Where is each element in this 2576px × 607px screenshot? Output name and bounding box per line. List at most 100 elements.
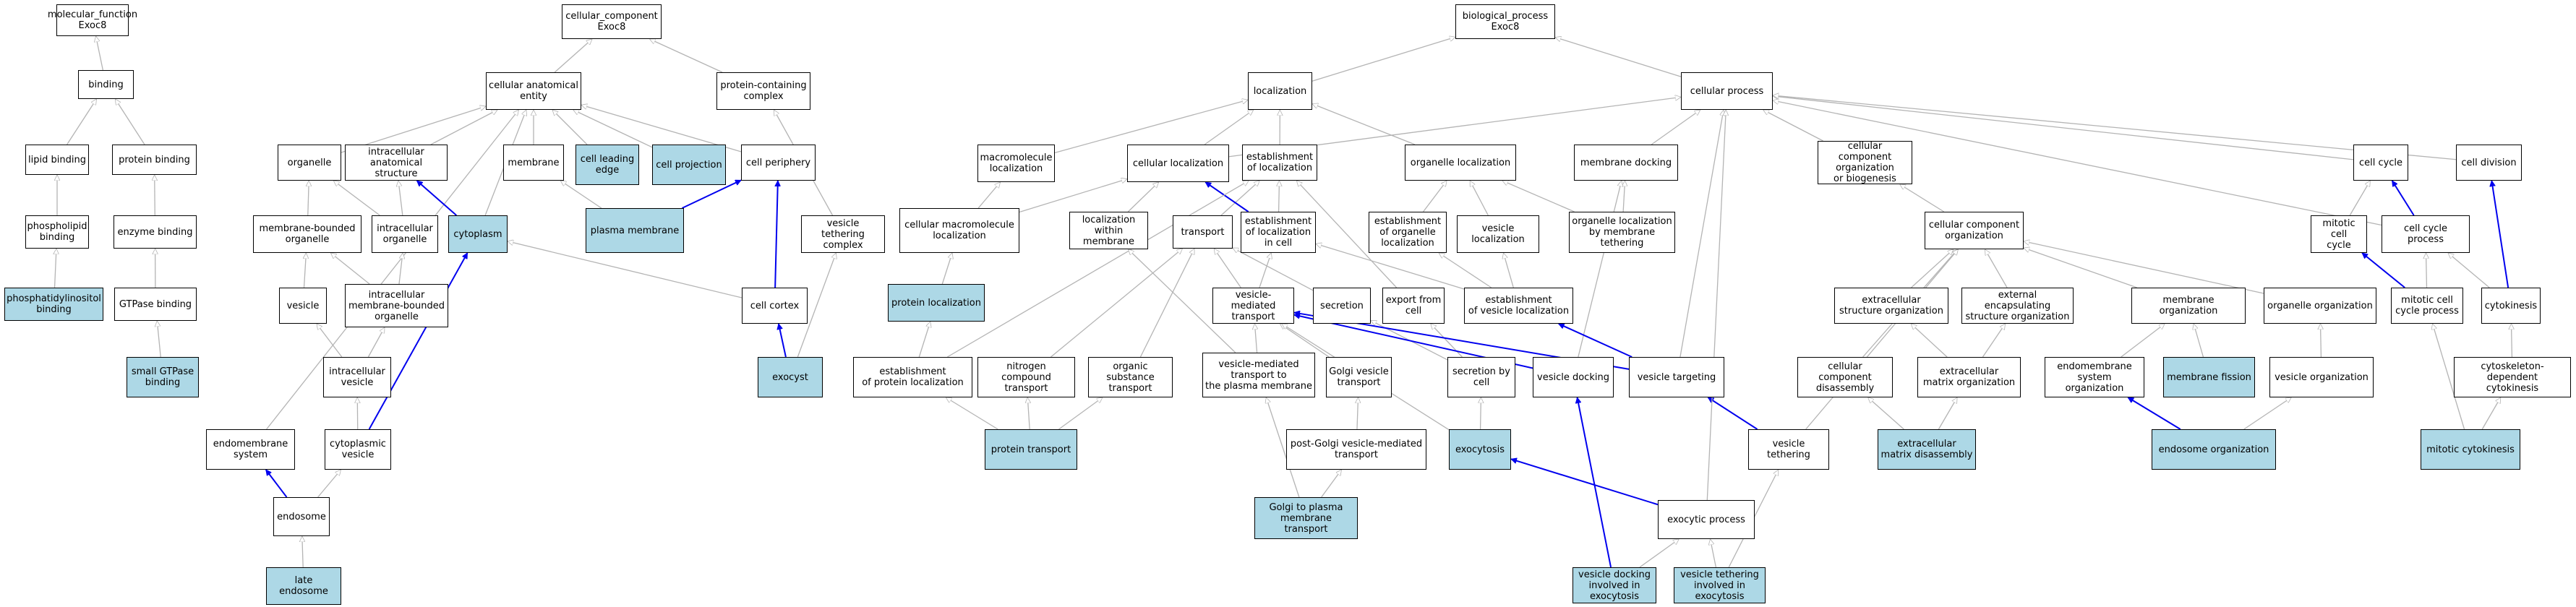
edge-ost-to-transport [1139, 249, 1195, 358]
node-secretion[interactable]: secretion [1313, 288, 1371, 324]
node-binding[interactable]: binding [78, 70, 134, 99]
node-estprotloc[interactable]: establishment of protein localization [853, 357, 972, 397]
node-memorg[interactable]: membrane organization [2131, 288, 2246, 324]
node-pcc[interactable]: protein-containing complex [716, 72, 810, 110]
node-vmtpm[interactable]: vesicle-mediated transport to the plasma… [1202, 353, 1315, 397]
node-eso[interactable]: extracellular structure organization [1834, 288, 1948, 324]
node-ccortex[interactable]: cell cortex [742, 288, 808, 324]
node-gpmt[interactable]: Golgi to plasma membrane transport [1254, 497, 1358, 539]
node-macroloc[interactable]: macromolecule localization [977, 145, 1055, 182]
node-endoorg[interactable]: endosome organization [2152, 429, 2276, 470]
node-vesteth[interactable]: vesicle tethering [1748, 429, 1829, 470]
node-eeso[interactable]: external encapsulating structure organiz… [1961, 288, 2074, 324]
node-olbmt[interactable]: organelle localization by membrane tethe… [1569, 212, 1675, 253]
node-mcyto[interactable]: mitotic cytokinesis [2421, 429, 2520, 470]
node-vestarg[interactable]: vesicle targeting [1629, 357, 1724, 397]
node-vdexo[interactable]: vesicle docking involved in exocytosis [1572, 567, 1656, 603]
node-cytovesicle[interactable]: cytoplasmic vesicle [325, 429, 391, 470]
node-late-endosome[interactable]: late endosome [266, 567, 341, 605]
node-cytoplasm[interactable]: cytoplasm [448, 215, 508, 253]
node-endosome[interactable]: endosome [273, 497, 330, 536]
node-memdock[interactable]: membrane docking [1574, 145, 1678, 181]
node-celldiv[interactable]: cell division [2456, 145, 2522, 181]
node-eso2[interactable]: endomembrane system organization [2045, 357, 2144, 397]
node-gvt[interactable]: Golgi vesicle transport [1326, 357, 1392, 397]
node-estlocc[interactable]: establishment of localization in cell [1241, 212, 1316, 253]
node-iorg[interactable]: intracellular organelle [372, 215, 438, 253]
node-ost[interactable]: organic substance transport [1088, 357, 1173, 397]
node-nct[interactable]: nitrogen compound transport [977, 357, 1075, 397]
node-locwm[interactable]: localization within membrane [1069, 212, 1148, 249]
node-bp[interactable]: biological_process Exoc8 [1455, 4, 1555, 39]
node-estvesloc[interactable]: establishment of vesicle localization [1464, 288, 1573, 324]
node-exocyst[interactable]: exocyst [758, 357, 823, 397]
node-phospholipid-binding[interactable]: phospholipid binding [25, 215, 89, 249]
node-protransport[interactable]: protein transport [985, 429, 1077, 470]
node-mf[interactable]: molecular_function Exoc8 [48, 4, 137, 36]
node-vmt[interactable]: vesicle-mediated transport [1212, 288, 1294, 324]
node-memfission[interactable]: membrane fission [2163, 357, 2255, 397]
edge-exoproc-to-cellproc [1706, 110, 1726, 501]
node-mccp[interactable]: mitotic cell cycle process [2391, 288, 2463, 324]
node-cae[interactable]: cellular anatomical entity [486, 72, 581, 110]
node-estorgloc[interactable]: establishment of organelle localization [1369, 212, 1447, 253]
edge-secretion-to-transport [1233, 247, 1314, 291]
node-imbo[interactable]: intracellular membrane-bounded organelle [345, 284, 448, 327]
node-ccp[interactable]: cell cycle process [2382, 215, 2470, 253]
node-gtpase-binding[interactable]: GTPase binding [114, 288, 197, 321]
node-vesorg[interactable]: vesicle organization [2269, 357, 2374, 397]
node-protloc[interactable]: protein localization [888, 284, 985, 322]
node-organelle[interactable]: organelle [278, 145, 341, 181]
node-cdcyto[interactable]: cytoskeleton-dependent cytokinesis [2454, 357, 2571, 397]
node-secbycell[interactable]: secretion by cell [1447, 357, 1515, 397]
node-small-gtpase-binding[interactable]: small GTPase binding [127, 357, 199, 397]
node-vesloc[interactable]: vesicle localization [1457, 215, 1539, 253]
node-vesdock[interactable]: vesicle docking [1533, 357, 1614, 397]
node-cproj[interactable]: cell projection [652, 145, 726, 185]
node-pip-binding[interactable]: phosphatidylinositol binding [4, 288, 103, 321]
edge-endoorg-to-eso2 [2128, 397, 2181, 430]
node-orgorg[interactable]: organelle organization [2264, 288, 2376, 324]
node-enzyme-binding[interactable]: enzyme binding [114, 215, 197, 249]
node-ias[interactable]: intracellular anatomical structure [345, 145, 448, 181]
node-cytokinesis[interactable]: cytokinesis [2481, 288, 2541, 324]
edge-estvesloc-to-estorgloc [1439, 252, 1492, 288]
node-cmacroloc[interactable]: cellular macromolecule localization [899, 208, 1019, 253]
node-cellproc[interactable]: cellular process [1681, 72, 1773, 110]
edge-vdexo-to-vesdock [1578, 397, 1612, 568]
node-protein-binding[interactable]: protein binding [112, 145, 197, 175]
node-cc[interactable]: cellular_component Exoc8 [562, 4, 662, 39]
node-cellcycle[interactable]: cell cycle [2353, 145, 2408, 181]
node-mbo[interactable]: membrane-bounded organelle [253, 215, 361, 253]
edge-vestarg-to-cellproc [1679, 110, 1724, 358]
node-vesicle[interactable]: vesicle [279, 288, 327, 324]
node-cperiph[interactable]: cell periphery [741, 145, 816, 181]
node-orgloc[interactable]: organelle localization [1405, 145, 1516, 181]
node-pgvmt[interactable]: post-Golgi vesicle-mediated transport [1286, 429, 1426, 470]
node-exoproc[interactable]: exocytic process [1658, 500, 1755, 539]
node-ccob[interactable]: cellular component organization or bioge… [1818, 141, 1912, 184]
node-vtexo[interactable]: vesicle tethering involved in exocytosis [1674, 567, 1766, 603]
node-vtc[interactable]: vesicle tethering complex [801, 215, 885, 253]
edge-pcc-to-cc [650, 39, 723, 73]
node-cle[interactable]: cell leading edge [575, 145, 639, 185]
node-emo[interactable]: extracellular matrix organization [1917, 357, 2021, 397]
edge-exportcell-to-estloc [1296, 181, 1398, 288]
node-pm[interactable]: plasma membrane [586, 208, 684, 253]
node-ivesicle[interactable]: intracellular vesicle [323, 357, 391, 397]
node-exocytosis[interactable]: exocytosis [1449, 429, 1511, 470]
node-estloc[interactable]: establishment of localization [1242, 145, 1317, 181]
node-lipid-binding[interactable]: lipid binding [25, 145, 89, 175]
node-endosys[interactable]: endomembrane system [206, 429, 295, 470]
edge-cellcycle-to-cellproc [1773, 96, 2354, 160]
node-cco[interactable]: cellular component organization [1925, 212, 2024, 249]
edge-ccp-to-cellcycle [2391, 181, 2415, 216]
node-cellloc[interactable]: cellular localization [1127, 145, 1229, 182]
node-transport[interactable]: transport [1173, 215, 1233, 249]
node-membrane[interactable]: membrane [503, 145, 564, 181]
node-emd[interactable]: extracellular matrix disassembly [1878, 429, 1976, 470]
node-mcc[interactable]: mitotic cell cycle [2311, 215, 2367, 253]
node-ccdis[interactable]: cellular component disassembly [1797, 357, 1893, 397]
node-exportcell[interactable]: export from cell [1382, 288, 1445, 324]
node-localization[interactable]: localization [1248, 72, 1312, 110]
